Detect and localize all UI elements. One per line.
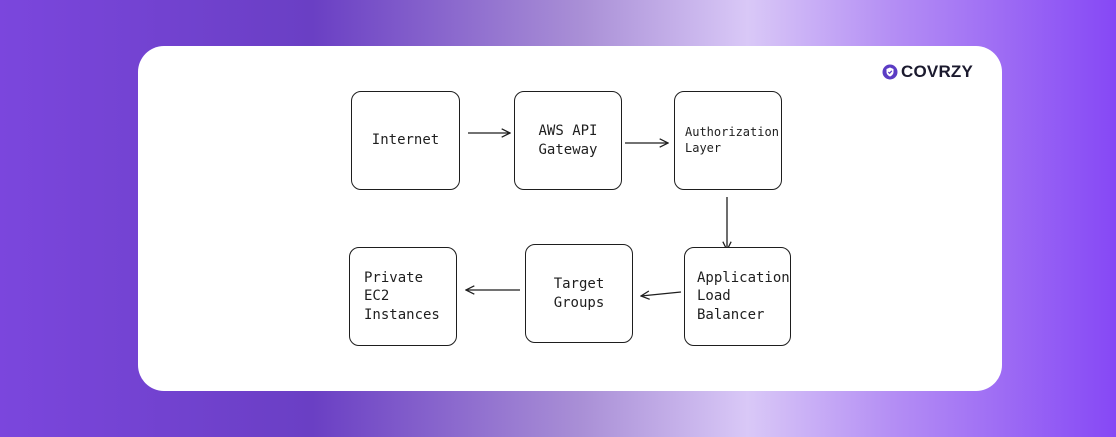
brand-logo: COVRZY xyxy=(882,62,973,82)
connector-arrows xyxy=(138,46,1002,391)
node-target-groups-line-1: Target xyxy=(553,276,605,293)
node-application-load-balancer-line-1: Application xyxy=(697,269,790,286)
node-private-ec2-instances: Private EC2 Instances xyxy=(349,247,457,346)
node-authorization-layer: Authorization Layer xyxy=(674,91,782,190)
node-target-groups: Target Groups xyxy=(525,244,633,343)
brand-name: COVRZY xyxy=(901,62,974,81)
node-private-ec2-instances-line-2: EC2 xyxy=(364,288,390,305)
node-aws-api-gateway: AWS API Gateway xyxy=(514,91,622,190)
node-application-load-balancer-line-3: Balancer xyxy=(697,306,765,323)
node-authorization-layer-line-1: Authorization xyxy=(685,124,779,139)
node-application-load-balancer: Application Load Balancer xyxy=(684,247,791,346)
shield-check-icon xyxy=(882,64,898,80)
node-aws-api-gateway-line-2: Gateway xyxy=(538,141,598,158)
node-aws-api-gateway-line-1: AWS API xyxy=(538,123,598,140)
node-target-groups-line-2: Groups xyxy=(553,294,605,311)
arrow-alb-to-target-groups xyxy=(641,292,682,296)
node-authorization-layer-line-2: Layer xyxy=(685,140,722,155)
diagram-card: COVRZY Internet AWS API Gateway Authoriz… xyxy=(138,46,1002,391)
node-application-load-balancer-line-2: Load xyxy=(697,288,731,305)
node-internet: Internet xyxy=(351,91,460,190)
node-private-ec2-instances-line-3: Instances xyxy=(364,306,440,323)
node-internet-label: Internet xyxy=(371,132,440,149)
node-private-ec2-instances-line-1: Private xyxy=(364,269,424,286)
